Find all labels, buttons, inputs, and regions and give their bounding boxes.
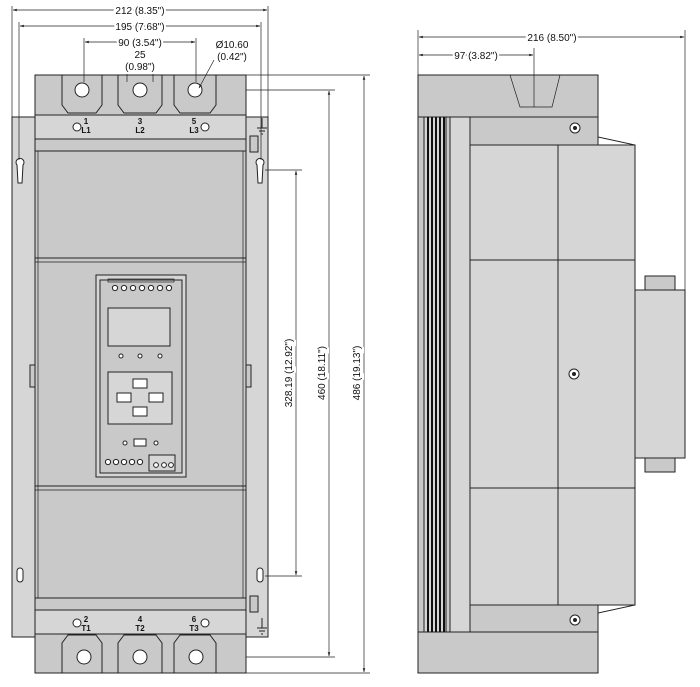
port-icon bbox=[133, 438, 147, 447]
dimension-lines bbox=[11, 6, 686, 674]
terminal-label-t2: T2 bbox=[135, 624, 145, 633]
dim-overall-height: 486 (19.13") bbox=[352, 346, 363, 401]
terminal-block-row bbox=[104, 458, 144, 466]
ground-icon bbox=[249, 595, 267, 635]
indicator-icon bbox=[118, 353, 124, 359]
indicator-icon bbox=[157, 353, 163, 359]
terminal-num-3: 3 bbox=[138, 117, 143, 126]
keypad-protrusion-bottom bbox=[644, 457, 676, 473]
dim-hole-diameter: Ø10.60 bbox=[216, 40, 249, 51]
top-rail bbox=[34, 138, 247, 152]
keypad-protrusion-top bbox=[644, 275, 676, 291]
terminal-num-1: 1 bbox=[84, 117, 89, 126]
terminal-num-2: 2 bbox=[84, 615, 89, 624]
terminal-num-5: 5 bbox=[192, 117, 197, 126]
connector-strip bbox=[107, 278, 175, 283]
dim-mount-height: 328.19 (12.92") bbox=[284, 339, 295, 408]
dim-terminal-pitch: 25 bbox=[134, 50, 146, 61]
terminal-hole-l2 bbox=[132, 82, 148, 98]
side-panel bbox=[557, 487, 636, 606]
indicator-icon bbox=[153, 440, 159, 446]
side-panel bbox=[557, 144, 636, 261]
terminal-label-t1: T1 bbox=[81, 624, 91, 633]
bottom-terminal-band bbox=[34, 609, 247, 635]
dim-body-height: 460 (18.11") bbox=[317, 346, 328, 400]
keyhole-icon bbox=[15, 157, 25, 184]
dim-terminal-pitch-total: 90 (3.54") bbox=[118, 38, 162, 49]
terminal-hole-t1 bbox=[76, 649, 92, 665]
terminal-label-t3: T3 bbox=[189, 624, 199, 633]
screw-icon bbox=[200, 618, 210, 628]
terminal-hole-l3 bbox=[187, 82, 203, 98]
side-bottom-protrusion bbox=[417, 631, 599, 674]
dim-overall-width: 212 (8.35") bbox=[115, 6, 164, 17]
right-key-icon bbox=[148, 392, 164, 403]
side-panel bbox=[469, 144, 559, 261]
dim-hole-diameter-in: (0.42") bbox=[217, 52, 247, 63]
side-panel bbox=[469, 487, 559, 606]
terminal-num-6: 6 bbox=[192, 615, 197, 624]
mount-slot-icon bbox=[256, 567, 264, 583]
side-top-lug bbox=[509, 74, 561, 108]
front-view: 1 L1 3 L2 5 L3 2 T1 4 T2 6 T3 bbox=[11, 74, 269, 674]
side-view bbox=[417, 74, 686, 674]
terminal-label-l1: L1 bbox=[81, 126, 91, 135]
ground-icon bbox=[249, 118, 267, 153]
led-row bbox=[111, 284, 173, 292]
down-key-icon bbox=[132, 406, 148, 417]
side-tab-right bbox=[245, 364, 252, 388]
control-keypad bbox=[95, 274, 187, 478]
keyhole-icon bbox=[255, 157, 265, 184]
terminal-num-4: 4 bbox=[138, 615, 143, 624]
dim-depth-offset: 97 (3.82") bbox=[454, 51, 498, 62]
dim-mount-width: 195 (7.68") bbox=[115, 22, 164, 33]
side-tab-left bbox=[29, 364, 36, 388]
up-key-icon bbox=[132, 378, 148, 389]
heatsink-fins bbox=[423, 116, 447, 633]
bottom-rail bbox=[34, 597, 247, 611]
side-panel bbox=[469, 259, 559, 489]
screw-icon bbox=[72, 122, 82, 132]
keypad-protrusion bbox=[634, 289, 686, 459]
indicator-icon bbox=[122, 440, 128, 446]
terminal-label-l2: L2 bbox=[135, 126, 145, 135]
side-top-protrusion bbox=[417, 74, 599, 118]
terminal-label-l3: L3 bbox=[189, 126, 199, 135]
side-plate bbox=[449, 116, 471, 633]
screw-icon bbox=[72, 618, 82, 628]
terminal-hole-t3 bbox=[188, 649, 204, 665]
dim-depth: 216 (8.50") bbox=[527, 33, 576, 44]
screw-icon bbox=[200, 122, 210, 132]
left-key-icon bbox=[116, 392, 132, 403]
indicator-icon bbox=[137, 353, 143, 359]
dim-terminal-pitch-in: (0.98") bbox=[125, 62, 155, 73]
terminal-hole-t2 bbox=[132, 649, 148, 665]
mount-slot-icon bbox=[16, 567, 24, 583]
terminal-hole-l1 bbox=[74, 82, 90, 98]
lcd-display bbox=[107, 307, 171, 347]
